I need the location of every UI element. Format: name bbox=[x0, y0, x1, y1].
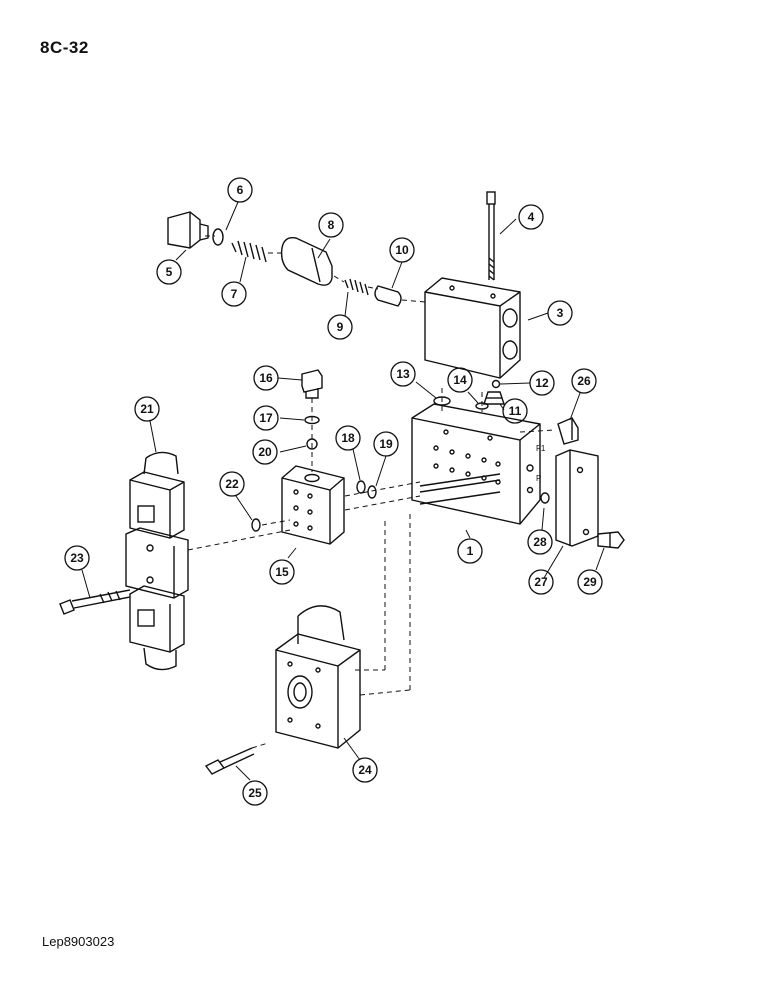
svg-text:5: 5 bbox=[166, 265, 173, 279]
callout-19: 19 bbox=[373, 431, 399, 457]
svg-text:29: 29 bbox=[583, 575, 597, 589]
svg-text:17: 17 bbox=[259, 411, 273, 425]
callout-26: 26 bbox=[571, 368, 597, 394]
svg-text:3: 3 bbox=[557, 306, 564, 320]
svg-text:18: 18 bbox=[341, 431, 355, 445]
part-3-valve-block bbox=[424, 277, 521, 379]
part-27-cover-plate bbox=[555, 449, 599, 547]
svg-text:16: 16 bbox=[259, 371, 273, 385]
svg-text:20: 20 bbox=[258, 445, 272, 459]
callout-11: 11 bbox=[502, 398, 528, 424]
svg-text:1: 1 bbox=[467, 544, 474, 558]
part-15-block bbox=[281, 465, 345, 545]
callout-15: 15 bbox=[269, 559, 295, 585]
callout-6: 6 bbox=[227, 177, 253, 203]
part-22-o-ring bbox=[251, 518, 261, 532]
part-14-o-ring bbox=[475, 402, 489, 410]
callout-10: 10 bbox=[389, 237, 415, 263]
callout-5: 5 bbox=[156, 259, 182, 285]
callouts: 1 3 4 5 6 7 8 9 10 11 12 13 14 15 16 17 … bbox=[64, 177, 603, 806]
part-8-spool bbox=[280, 237, 333, 286]
part-9-spring bbox=[344, 278, 369, 296]
part-1-main-block bbox=[411, 403, 541, 525]
callout-9: 9 bbox=[327, 314, 353, 340]
part-20-ball bbox=[306, 438, 318, 450]
block-mark-p: P bbox=[536, 474, 541, 483]
callout-7: 7 bbox=[221, 281, 247, 307]
part-6-o-ring bbox=[212, 228, 224, 246]
part-7-spring bbox=[231, 240, 267, 263]
svg-text:28: 28 bbox=[533, 535, 547, 549]
callout-22: 22 bbox=[219, 471, 245, 497]
callout-25: 25 bbox=[242, 780, 268, 806]
part-16-plug bbox=[301, 369, 323, 399]
svg-text:4: 4 bbox=[528, 210, 535, 224]
part-24-valve-body bbox=[275, 605, 361, 749]
assembly-lines bbox=[187, 235, 556, 749]
svg-text:21: 21 bbox=[140, 402, 154, 416]
svg-text:7: 7 bbox=[231, 287, 238, 301]
callout-8: 8 bbox=[318, 212, 344, 238]
part-28-o-ring bbox=[540, 492, 550, 504]
block-mark-f1: F1 bbox=[536, 444, 546, 453]
svg-text:12: 12 bbox=[535, 376, 549, 390]
part-17-o-ring bbox=[304, 415, 320, 425]
svg-text:10: 10 bbox=[395, 243, 409, 257]
svg-text:9: 9 bbox=[337, 320, 344, 334]
drawing-reference: Lep8903023 bbox=[42, 934, 115, 949]
part-12-ball bbox=[491, 379, 501, 389]
callout-18: 18 bbox=[335, 425, 361, 451]
svg-text:13: 13 bbox=[396, 367, 410, 381]
callout-20: 20 bbox=[252, 439, 278, 465]
svg-text:19: 19 bbox=[379, 437, 393, 451]
callout-24: 24 bbox=[352, 757, 378, 783]
callout-13: 13 bbox=[390, 361, 416, 387]
callout-28: 28 bbox=[527, 529, 553, 555]
callout-29: 29 bbox=[577, 569, 603, 595]
callout-3: 3 bbox=[547, 300, 573, 326]
svg-text:22: 22 bbox=[225, 477, 239, 491]
callout-21: 21 bbox=[134, 396, 160, 422]
svg-text:11: 11 bbox=[509, 404, 522, 418]
callout-23: 23 bbox=[64, 545, 90, 571]
callout-12: 12 bbox=[529, 370, 555, 396]
page-number: 8C-32 bbox=[40, 38, 89, 57]
part-29-bolt bbox=[597, 531, 625, 549]
callout-1: 1 bbox=[457, 538, 483, 564]
callout-14: 14 bbox=[447, 367, 473, 393]
part-18-o-ring bbox=[356, 480, 366, 494]
leader-lines bbox=[81, 201, 605, 781]
svg-text:23: 23 bbox=[70, 551, 84, 565]
svg-text:24: 24 bbox=[358, 763, 372, 777]
svg-text:26: 26 bbox=[577, 374, 591, 388]
part-25-bolt bbox=[204, 747, 255, 775]
svg-text:27: 27 bbox=[534, 575, 548, 589]
part-26-plug bbox=[557, 417, 579, 445]
part-23-bolt bbox=[59, 589, 131, 615]
callout-17: 17 bbox=[253, 405, 279, 431]
svg-text:8: 8 bbox=[328, 218, 335, 232]
part-5-plug bbox=[167, 211, 209, 249]
callout-16: 16 bbox=[253, 365, 279, 391]
part-10-poppet bbox=[374, 285, 402, 307]
part-19-o-ring bbox=[367, 485, 377, 499]
svg-text:14: 14 bbox=[453, 373, 467, 387]
svg-text:25: 25 bbox=[248, 786, 262, 800]
svg-text:15: 15 bbox=[275, 565, 289, 579]
part-4-bolt bbox=[486, 191, 496, 281]
svg-text:6: 6 bbox=[237, 183, 244, 197]
callout-27: 27 bbox=[528, 569, 554, 595]
callout-4: 4 bbox=[518, 204, 544, 230]
part-21-solenoid-valve bbox=[125, 451, 189, 671]
part-11-fitting bbox=[483, 391, 505, 405]
